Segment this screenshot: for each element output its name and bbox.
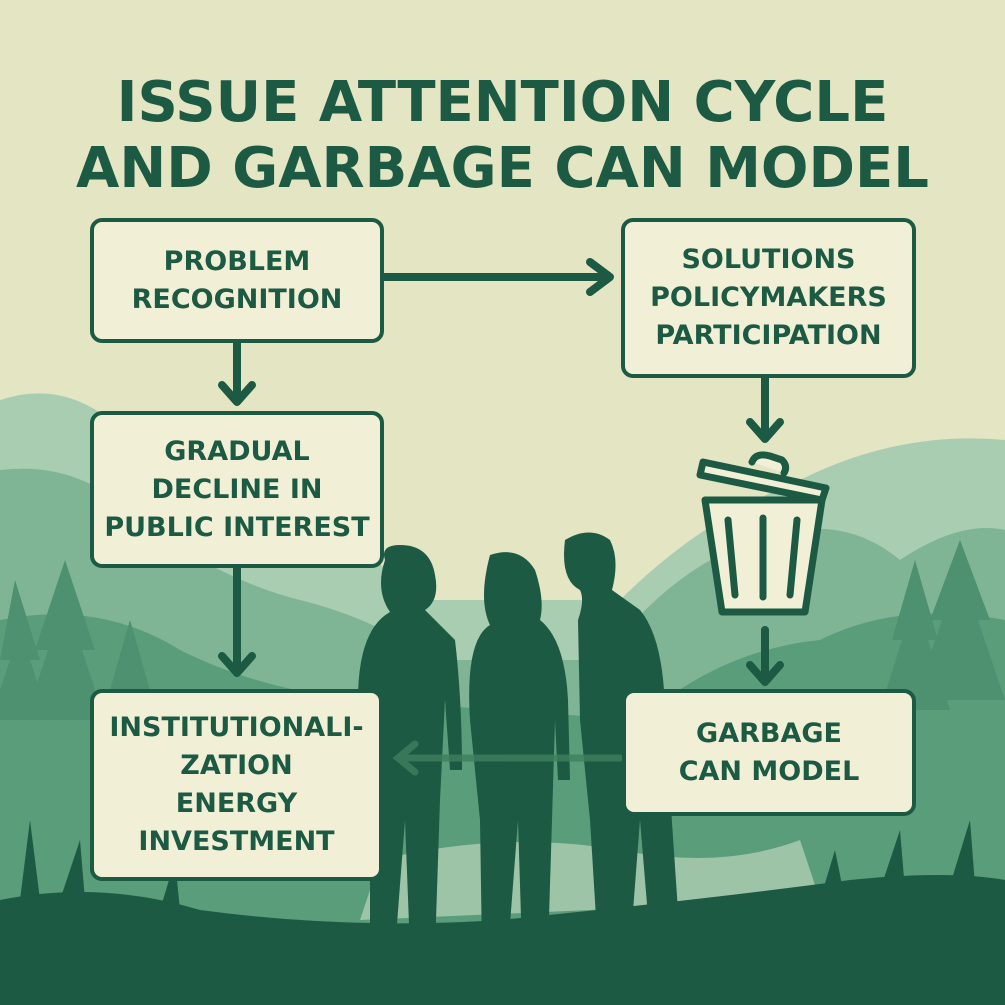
box-text: GRADUAL [164, 435, 310, 467]
box-institutionalization: INSTITUTIONALI- ZATION ENERGY INVESTMENT [90, 689, 383, 881]
box-text: GARBAGE [696, 717, 842, 749]
box-garbage-can-model: GARBAGE CAN MODEL [622, 689, 916, 816]
arrow-decline-to-institutional [218, 563, 256, 677]
box-text: ENERGY [175, 788, 298, 819]
box-text: PROBLEM [163, 245, 311, 277]
pine-trees [0, 540, 1005, 740]
box-text: DECLINE IN [151, 473, 323, 505]
box-gradual-decline: GRADUAL DECLINE IN PUBLIC INTEREST [90, 411, 384, 568]
box-text: PARTICIPATION [655, 320, 882, 351]
box-text: INSTITUTIONALI- [109, 712, 364, 743]
box-text: CAN MODEL [678, 755, 860, 787]
title-line-1: ISSUE ATTENTION CYCLE [116, 70, 889, 135]
title-line-2: AND GARBAGE CAN MODEL [76, 136, 929, 201]
arrow-solutions-to-trash [746, 373, 784, 443]
arrow-trash-to-garbage [746, 626, 784, 686]
arrow-problem-to-solutions [379, 258, 614, 296]
box-text: INVESTMENT [138, 826, 335, 857]
box-text: RECOGNITION [131, 283, 343, 315]
box-solutions: SOLUTIONS POLICYMAKERS PARTICIPATION [621, 218, 916, 378]
box-text: ZATION [180, 750, 293, 781]
box-problem-recognition: PROBLEM RECOGNITION [90, 218, 384, 343]
person-middle [469, 552, 570, 950]
trash-can-icon [696, 451, 830, 616]
box-text: POLICYMAKERS [650, 282, 887, 313]
arrow-garbage-to-institutional [392, 740, 624, 776]
box-text: SOLUTIONS [681, 244, 856, 275]
arrow-problem-to-decline [218, 338, 256, 406]
box-text: PUBLIC INTEREST [104, 511, 370, 543]
